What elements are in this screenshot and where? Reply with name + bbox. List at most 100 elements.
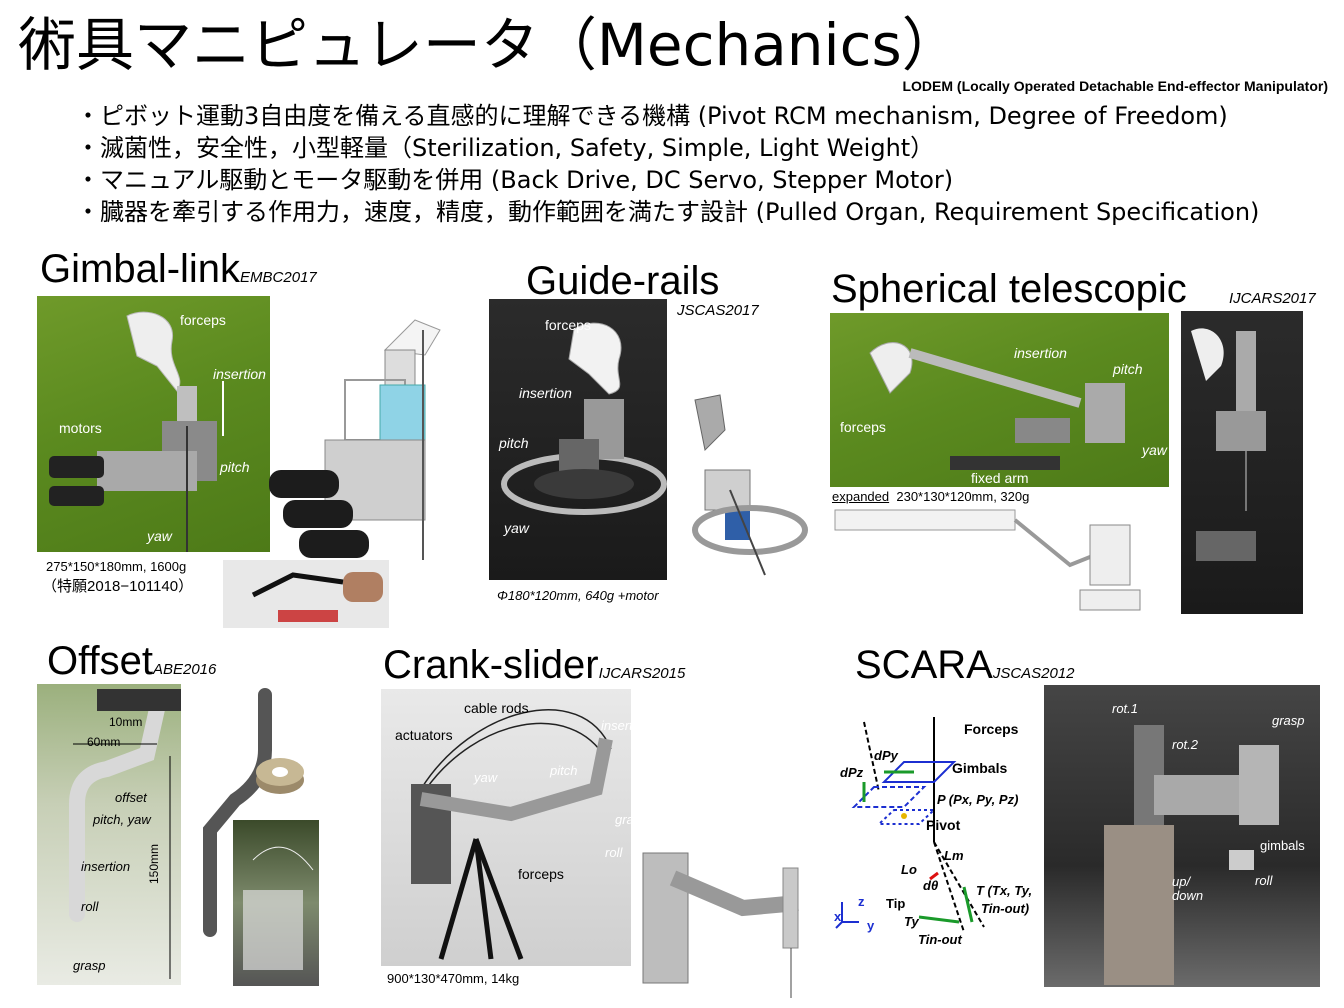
diag-t: T (Tx, Ty, xyxy=(976,883,1033,898)
scara-photo: rot.1 rot.2 grasp gimbals roll up/ down xyxy=(1044,685,1320,987)
diag-axis-z: z xyxy=(858,894,865,909)
spherical-spec: 230*130*120mm, 320g xyxy=(896,489,1030,504)
scara-diagram: Forceps dPy dPz Gimbals P (Px, Py, Pz) P… xyxy=(834,712,1044,957)
gimbal-cad-graphic xyxy=(269,319,441,560)
label-yaw: yaw xyxy=(147,528,172,544)
label-insertion: insertion xyxy=(81,859,131,874)
crank-photo: cable rods actuators insertion yaw pitch… xyxy=(381,689,631,966)
guide-spec: Φ180*120mm, 640g +motor xyxy=(497,588,659,603)
offset-photo: 10mm 60mm offset pitch, yaw insertion ro… xyxy=(37,684,181,985)
gimbal-hand-photo xyxy=(223,560,389,628)
crank-title: Crank-slider xyxy=(383,643,599,687)
label-roll: roll xyxy=(81,899,99,914)
gimbal-tag: EMBC2017 xyxy=(240,269,317,286)
crank-heading: Crank-sliderIJCARS2015 xyxy=(383,642,685,688)
label-roll: roll xyxy=(605,845,623,860)
diag-dpy: dPy xyxy=(874,748,898,763)
page-title: 術具マニピュレータ（Mechanics） xyxy=(18,11,960,79)
label-offset: offset xyxy=(115,790,147,805)
spherical-spec-line: expanded 230*130*120mm, 320g xyxy=(832,489,1029,504)
scara-heading: SCARAJSCAS2012 xyxy=(855,642,1075,688)
offset-cad-graphic xyxy=(203,688,304,937)
bullet-item: ・ピボット運動3自由度を備える直感的に理解できる機構 (Pivot RCM me… xyxy=(76,102,1228,130)
spherical-cad-graphic xyxy=(834,509,1141,611)
label-insertion: insertion xyxy=(519,385,572,401)
crank-spec: 900*130*470mm, 14kg xyxy=(387,971,520,986)
label-updown: up/ down xyxy=(1172,874,1204,903)
offset-heading: OffsetABE2016 xyxy=(47,638,216,684)
label-gimbals: gimbals xyxy=(1260,838,1305,853)
offset-device-graphic xyxy=(69,689,181,979)
spherical-side-photo xyxy=(1181,311,1303,614)
diag-axis-y: y xyxy=(867,918,875,933)
diag-p: P (Px, Py, Pz) xyxy=(937,792,1019,807)
scara-diagram-graphic xyxy=(835,717,985,933)
scara-tag: JSCAS2012 xyxy=(992,665,1075,682)
label-10mm: 10mm xyxy=(109,715,143,729)
label-cable-rods: cable rods xyxy=(464,700,529,716)
label-insertion: insertion xyxy=(1014,345,1067,361)
label-pitch: pitch xyxy=(499,435,529,451)
bullet-item: ・臓器を牽引する作用力，速度，精度，動作範囲を満たす設計 (Pulled Org… xyxy=(76,198,1260,226)
guide-cad-graphic xyxy=(692,394,808,576)
diag-dtheta: dθ xyxy=(923,878,939,893)
diag-ty: Ty xyxy=(904,914,919,929)
label-yaw: yaw xyxy=(1142,442,1167,458)
spherical-expanded: expanded xyxy=(832,489,890,504)
label-grasp: grasp xyxy=(615,812,631,827)
gimbal-spec: 275*150*180mm, 1600g xyxy=(46,559,187,574)
label-pitch: pitch xyxy=(220,459,250,475)
crank-device-graphic xyxy=(411,709,613,960)
label-pitch-yaw: pitch, yaw xyxy=(93,812,151,827)
label-150mm: 150mm xyxy=(147,843,161,884)
label-forceps: forceps xyxy=(840,419,886,435)
lodem-subtitle: LODEM (Locally Operated Detachable End-e… xyxy=(902,78,1328,94)
scara-device-graphic xyxy=(1104,725,1279,985)
guide-device-graphic xyxy=(501,322,667,515)
label-rot2: rot.2 xyxy=(1172,737,1199,752)
diag-dpz: dPz xyxy=(840,765,864,780)
offset-tag: ABE2016 xyxy=(152,661,217,678)
label-grasp: grasp xyxy=(1272,713,1305,728)
diag-gimbals: Gimbals xyxy=(952,760,1008,776)
label-forceps: forceps xyxy=(545,317,591,333)
scara-title: SCARA xyxy=(855,643,993,687)
label-roll: roll xyxy=(1255,873,1273,888)
spherical-device-graphic xyxy=(869,342,1125,470)
label-insertion: insertion xyxy=(213,366,266,382)
offset-title: Offset xyxy=(47,639,153,683)
spherical-tag: IJCARS2017 xyxy=(1229,290,1316,307)
diag-tip: Tip xyxy=(886,896,906,911)
guide-tag: JSCAS2017 xyxy=(677,302,759,319)
label-actuators: actuators xyxy=(395,727,453,743)
label-forceps: forceps xyxy=(518,866,564,882)
label-pitch: pitch xyxy=(1113,361,1143,377)
gimbal-photo: forceps insertion motors pitch yaw xyxy=(37,296,270,552)
label-yaw: yaw xyxy=(474,770,498,785)
guide-title: Guide-rails xyxy=(526,259,720,303)
feature-list: ・ピボット運動3自由度を備える直感的に理解できる機構 (Pivot RCM me… xyxy=(76,100,1259,228)
gimbal-patent: （特願2018−101140） xyxy=(42,578,194,595)
label-yaw: yaw xyxy=(504,520,529,536)
gimbal-device-graphic xyxy=(49,311,224,552)
label-rot1: rot.1 xyxy=(1112,701,1139,716)
label-fixed-arm: fixed arm xyxy=(971,470,1029,486)
spherical-title: Spherical telescopic xyxy=(831,267,1187,311)
label-60mm: 60mm xyxy=(87,735,121,749)
label-forceps: forceps xyxy=(180,312,226,328)
label-pitch: pitch xyxy=(550,763,578,778)
label-insertion: insertion xyxy=(601,718,631,733)
diag-lo: Lo xyxy=(901,862,917,877)
crank-cad-graphic xyxy=(642,852,799,998)
bullet-item: ・マニュアル駆動とモータ駆動を併用 (Back Drive, DC Servo,… xyxy=(76,166,954,194)
gimbal-heading: Gimbal-linkEMBC2017 xyxy=(40,246,317,292)
diag-pivot: Pivot xyxy=(926,817,961,833)
spherical-photo: insertion pitch forceps yaw fixed arm xyxy=(830,313,1169,487)
gimbal-title: Gimbal-link xyxy=(40,247,241,291)
label-grasp: grasp xyxy=(73,958,106,973)
guide-photo: forceps insertion pitch yaw xyxy=(489,299,667,580)
bullet-item: ・滅菌性，安全性，小型軽量（Sterilization, Safety, Sim… xyxy=(76,134,935,162)
label-motors: motors xyxy=(59,420,102,436)
diag-axis-x: x xyxy=(834,909,842,924)
crank-tag: IJCARS2015 xyxy=(598,665,686,682)
